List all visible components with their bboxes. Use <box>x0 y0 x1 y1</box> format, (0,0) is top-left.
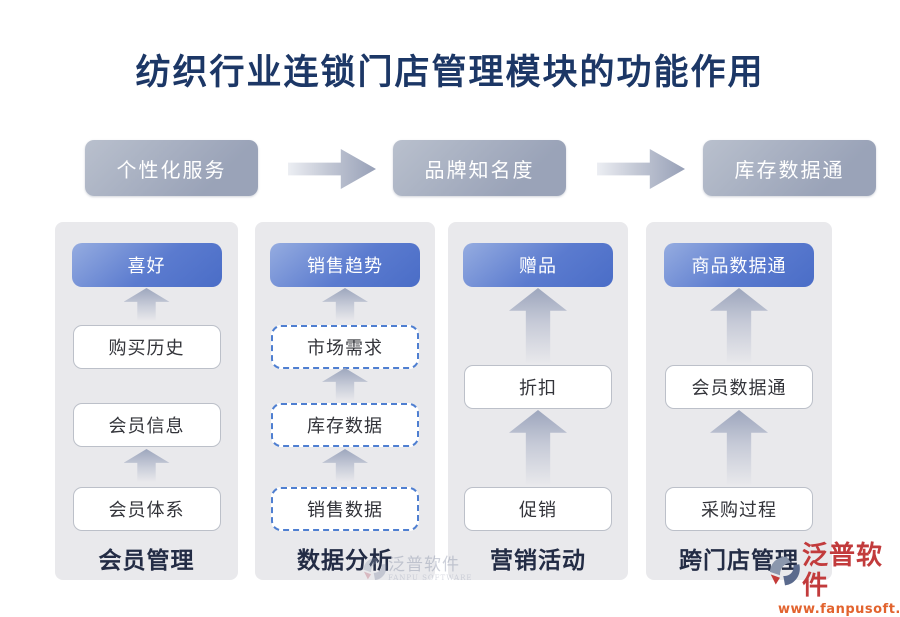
item-box: 折扣 <box>464 365 612 409</box>
up-arrow-icon <box>322 288 368 321</box>
flow-step-personalized-service: 个性化服务 <box>85 140 258 196</box>
item-box: 会员信息 <box>72 403 221 447</box>
watermark-name: 泛普软件 <box>802 541 884 601</box>
up-arrow-icon <box>322 449 368 482</box>
panel-data-analysis: 销售趋势 市场需求 库存数据 销售数据 数据分析 <box>255 222 435 580</box>
fanpu-logo-icon <box>363 557 387 581</box>
item-box: 促销 <box>464 487 612 531</box>
panel-cross-store-management: 商品数据通 会员数据通 采购过程 跨门店管理 <box>646 222 832 580</box>
column-header-box: 赠品 <box>463 243 613 287</box>
up-arrow-icon <box>509 288 567 364</box>
column-label: 会员管理 <box>98 547 195 574</box>
up-arrow-icon <box>710 288 768 364</box>
page-title: 纺织行业连锁门店管理模块的功能作用 <box>135 52 765 93</box>
up-arrow-icon <box>123 449 170 482</box>
column-label: 数据分析 <box>297 547 393 574</box>
column-label: 营销活动 <box>490 547 586 574</box>
flow-step-inventory-data-link: 库存数据通 <box>703 140 876 196</box>
item-box: 会员数据通 <box>665 365 813 409</box>
item-box: 购买历史 <box>72 325 221 369</box>
item-box-dashed: 库存数据 <box>271 403 419 447</box>
column-header-box: 喜好 <box>71 243 222 287</box>
panel-marketing-activities: 赠品 折扣 促销 营销活动 <box>448 222 628 580</box>
column-header-box: 商品数据通 <box>664 243 814 287</box>
flow-step-brand-awareness: 品牌知名度 <box>393 140 566 196</box>
watermark-url: www.fanpusoft.com <box>778 602 900 617</box>
watermark-subtitle: FANPU SOFTWARE <box>388 574 473 582</box>
fanpu-logo-icon <box>769 556 800 586</box>
up-arrow-icon <box>322 368 368 401</box>
watermark-corner: 泛普软件 www.fanpusoft.com <box>768 541 900 617</box>
watermark-name: 泛普软件 <box>388 555 460 575</box>
item-box-dashed: 销售数据 <box>271 487 419 531</box>
up-arrow-icon <box>710 410 768 486</box>
panel-member-management: 喜好 购买历史 会员信息 会员体系 会员管理 <box>55 222 238 580</box>
watermark-center: 泛普软件 FANPU SOFTWARE <box>362 556 472 582</box>
item-box-dashed: 市场需求 <box>271 325 419 369</box>
right-arrow-icon <box>288 149 376 189</box>
up-arrow-icon <box>123 288 170 321</box>
up-arrow-icon <box>509 410 567 486</box>
item-box: 会员体系 <box>72 487 221 531</box>
item-box: 采购过程 <box>665 487 813 531</box>
column-header-box: 销售趋势 <box>270 243 420 287</box>
right-arrow-icon <box>597 149 685 189</box>
